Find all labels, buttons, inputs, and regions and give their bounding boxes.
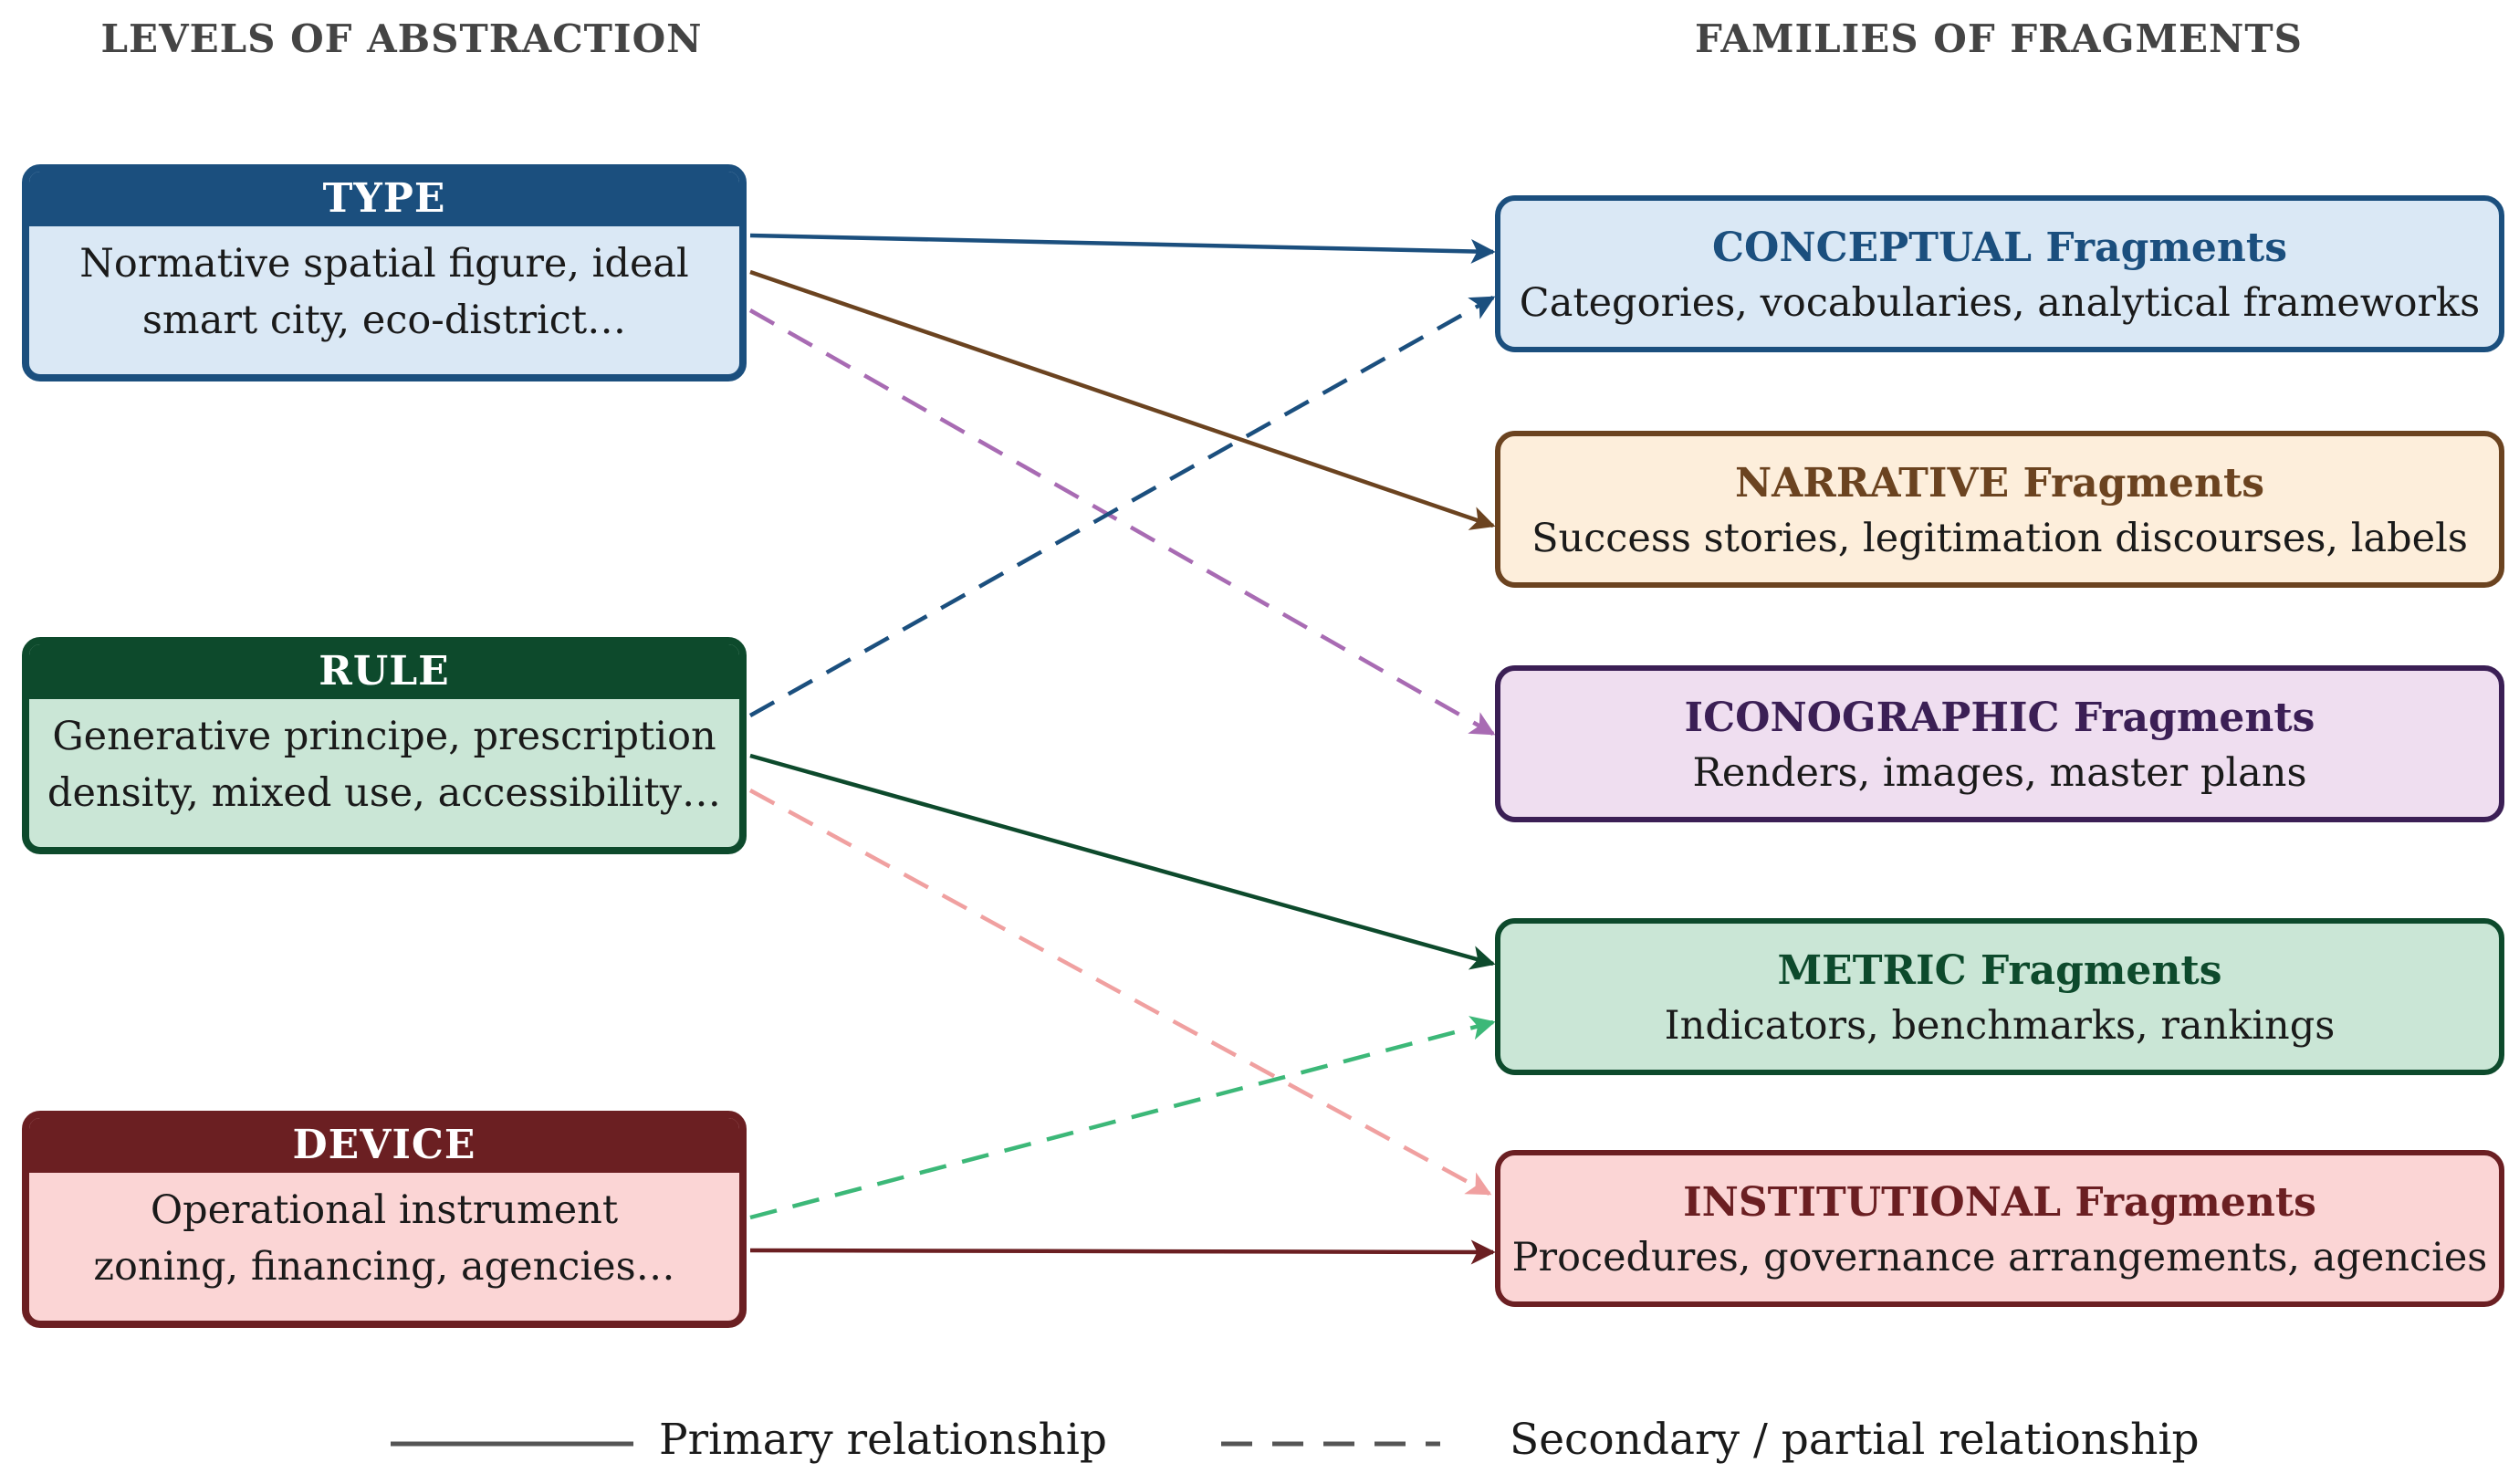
connector-device-to-institutional: [749, 1239, 1496, 1265]
fragment-desc-metric: Indicators, benchmarks, rankings: [1664, 1003, 2336, 1049]
level-body-rule: Generative principe, prescription densit…: [47, 714, 722, 816]
legend-secondary-label: Secondary / partial relationship: [1510, 1415, 2200, 1465]
connector-rule-to-institutional: [748, 789, 1492, 1196]
connector-type-to-iconographic: [748, 308, 1496, 736]
level-title-type: TYPE: [29, 172, 739, 226]
level-body-device: Operational instrument zoning, financing…: [93, 1187, 675, 1290]
fragment-title-narrative: NARRATIVE Fragments: [1734, 460, 2265, 507]
fragment-box-institutional: INSTITUTIONAL Fragments Procedures, gove…: [1495, 1150, 2504, 1307]
fragment-title-conceptual: CONCEPTUAL Fragments: [1712, 225, 2287, 271]
connector-type-to-narrative: [749, 269, 1496, 530]
level-box-type: TYPE Normative spatial figure, ideal sma…: [22, 164, 747, 381]
fragment-box-narrative: NARRATIVE Fragments Success stories, leg…: [1495, 431, 2504, 588]
fragment-desc-narrative: Success stories, legitimation discourses…: [1531, 516, 2468, 561]
fragment-box-metric: METRIC Fragments Indicators, benchmarks,…: [1495, 918, 2504, 1075]
level-title-device: DEVICE: [29, 1118, 739, 1173]
levels-heading: LEVELS OF ABSTRACTION: [100, 16, 703, 61]
fragment-title-institutional: INSTITUTIONAL Fragments: [1683, 1179, 2316, 1226]
fragment-title-metric: METRIC Fragments: [1777, 947, 2222, 994]
fragment-desc-conceptual: Categories, vocabularies, analytical fra…: [1519, 280, 2481, 326]
level-body-type: Normative spatial figure, ideal smart ci…: [79, 241, 689, 343]
level-box-device: DEVICE Operational instrument zoning, fi…: [22, 1111, 747, 1328]
connector-rule-to-conceptual: [748, 296, 1496, 717]
fragment-box-iconographic: ICONOGRAPHIC Fragments Renders, images, …: [1495, 665, 2504, 822]
level-box-rule: RULE Generative principe, prescription d…: [22, 637, 747, 854]
legend-primary-label: Primary relationship: [659, 1415, 1107, 1465]
level-title-rule: RULE: [29, 644, 739, 699]
fragment-box-conceptual: CONCEPTUAL Fragments Categories, vocabul…: [1495, 195, 2504, 352]
fragment-desc-institutional: Procedures, governance arrangements, age…: [1511, 1235, 2488, 1280]
fragments-heading: FAMILIES OF FRAGMENTS: [1695, 16, 2303, 61]
connector-device-to-metric: [749, 1016, 1496, 1220]
fragment-desc-iconographic: Renders, images, master plans: [1692, 750, 2307, 796]
connector-rule-to-metric: [749, 753, 1496, 970]
connector-type-to-conceptual: [749, 233, 1496, 264]
fragment-title-iconographic: ICONOGRAPHIC Fragments: [1684, 695, 2315, 741]
